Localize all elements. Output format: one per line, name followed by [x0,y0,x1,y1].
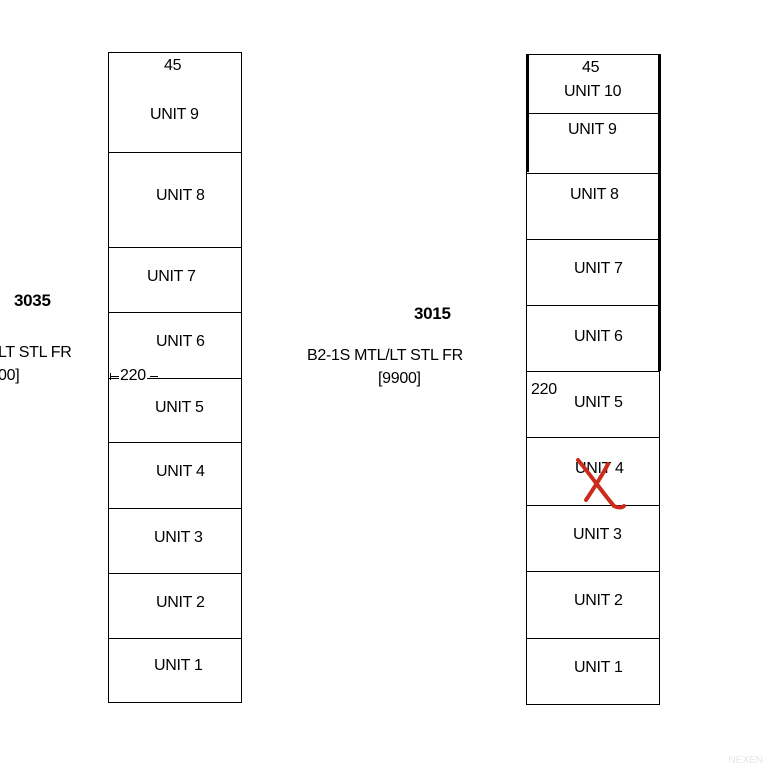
right-unit-10-cell: 45 UNIT 10 [527,55,659,113]
right-unit-7-cell: UNIT 7 [527,239,659,305]
right-unit-3-label: UNIT 3 [573,526,622,543]
right-unit-2-cell: UNIT 2 [527,571,659,638]
right-unit-5-cell: 220 UNIT 5 [527,371,659,437]
right-unit-8-label: UNIT 8 [570,186,619,203]
right-unit-2-label: UNIT 2 [574,592,623,609]
left-unit-6-label: UNIT 6 [156,333,205,350]
right-unit-1-label: UNIT 1 [574,659,623,676]
right-building-desc-line2: [9900] [378,370,421,387]
left-building-desc-line1: LT STL FR [0,344,72,361]
left-unit-2-cell: UNIT 2 [109,573,241,638]
right-unit-10-label: UNIT 10 [564,83,622,100]
left-top-label: 45 [164,57,182,74]
right-unit-6-label: UNIT 6 [574,328,623,345]
right-unit-7-label: UNIT 7 [574,260,623,277]
right-unit-9-label: UNIT 9 [568,121,617,138]
left-building-number: 3035 [14,291,51,310]
right-unit-8-cell: UNIT 8 [527,173,659,239]
right-top-label: 45 [582,59,600,76]
right-unit-9-cell: UNIT 9 [527,113,659,173]
left-unit-6-cell: UNIT 6 [109,312,241,378]
right-unit-1-cell: UNIT 1 [527,638,659,705]
right-building-desc-line1: B2-1S MTL/LT STL FR [307,347,463,364]
cross-mark-icon [576,458,626,510]
right-unit-5-label: UNIT 5 [574,394,623,411]
right-unit-stack: 45 UNIT 10 UNIT 9 UNIT 8 UNIT 7 UNIT 6 2… [526,54,660,705]
left-unit-8-label: UNIT 8 [156,187,205,204]
left-unit-4-label: UNIT 4 [156,463,205,480]
left-dimension-line-a [110,376,120,377]
left-unit-8-cell: UNIT 8 [109,152,241,247]
left-unit-1-label: UNIT 1 [154,657,203,674]
left-unit-9-label: UNIT 9 [150,106,199,123]
left-unit-7-cell: UNIT 7 [109,247,241,312]
right-upper-left-thick-line [526,54,529,172]
left-unit-3-cell: UNIT 3 [109,508,241,573]
left-unit-1-cell: UNIT 1 [109,638,241,703]
watermark: NEXEN [728,755,763,766]
right-unit-6-cell: UNIT 6 [527,305,659,371]
left-unit-3-label: UNIT 3 [154,529,203,546]
right-firewall-line [658,54,661,371]
left-unit-7-label: UNIT 7 [147,268,196,285]
left-dimension-line-b [150,376,158,377]
left-building-desc-line2: 00] [0,367,20,384]
left-unit-4-cell: UNIT 4 [109,442,241,508]
left-unit-5-cell: UNIT 5 [109,378,241,442]
left-unit-2-label: UNIT 2 [156,594,205,611]
right-building-number: 3015 [414,304,451,323]
left-unit-9-cell: 45 UNIT 9 [109,53,241,153]
right-side-label: 220 [531,381,557,398]
right-unit-3-cell: UNIT 3 [527,505,659,571]
left-side-label: 220 [119,367,147,385]
left-unit-5-label: UNIT 5 [155,399,204,416]
